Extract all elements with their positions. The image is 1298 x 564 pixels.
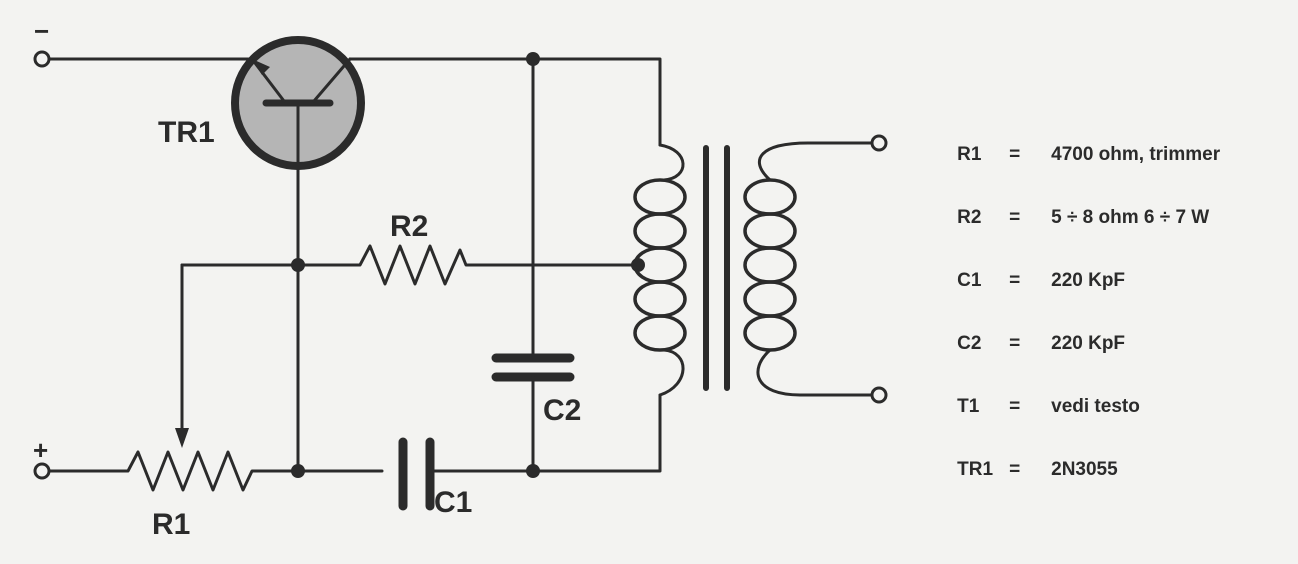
legend-ref: R1 <box>957 144 982 165</box>
junction-base-bottom <box>291 464 305 478</box>
transformer-primary-winding <box>633 143 687 397</box>
junction-base-mid <box>291 258 305 272</box>
legend-row-r1: R1 = 4700 ohm, trimmer <box>936 122 1220 188</box>
legend-value: vedi testo <box>1051 396 1140 417</box>
capacitor-c2 <box>491 353 575 382</box>
legend-sep: = <box>1009 207 1021 228</box>
legend-sep: = <box>1009 270 1021 291</box>
label-c2: C2 <box>543 394 581 427</box>
legend-sep: = <box>1009 459 1021 480</box>
transformer-core <box>703 145 730 391</box>
legend-row-c2: C2 = 220 KpF <box>936 311 1125 377</box>
output-terminal-bottom <box>870 386 888 404</box>
legend-ref: C1 <box>957 270 982 291</box>
output-terminal-top <box>870 134 888 152</box>
capacitor-c1 <box>398 437 435 511</box>
legend-sep: = <box>1009 333 1021 354</box>
negative-terminal-sign: − <box>34 16 49 46</box>
r1-wiper-arrow <box>175 428 189 448</box>
legend-row-r2: R2 = 5 ÷ 8 ohm 6 ÷ 7 W <box>936 185 1209 251</box>
negative-terminal <box>33 50 51 68</box>
positive-terminal-sign: + <box>33 435 48 465</box>
label-r1: R1 <box>152 508 190 541</box>
resistor-r1 <box>47 450 384 492</box>
legend-ref: T1 <box>957 396 980 417</box>
legend-ref: C2 <box>957 333 982 354</box>
legend-value: 220 KpF <box>1051 333 1126 354</box>
transformer-secondary-winding <box>743 141 878 397</box>
positive-terminal <box>33 462 51 480</box>
legend-value: 220 KpF <box>1051 270 1126 291</box>
label-tr1: TR1 <box>158 116 215 149</box>
transistor-tr1 <box>231 36 365 174</box>
legend-sep: = <box>1009 396 1021 417</box>
junction-c1-c2 <box>526 464 540 478</box>
legend-value: 2N3055 <box>1051 459 1118 480</box>
legend-row-tr1: TR1 = 2N3055 <box>936 437 1118 503</box>
label-c1: C1 <box>434 486 472 519</box>
legend-row-t1: T1 = vedi testo <box>936 374 1140 440</box>
wire-c1-right <box>428 393 662 473</box>
legend-row-c1: C1 = 220 KpF <box>936 248 1125 314</box>
label-r2: R2 <box>390 210 428 243</box>
resistor-r2 <box>350 244 640 286</box>
junction-tap <box>631 258 645 272</box>
junction-top <box>526 52 540 66</box>
legend-value: 5 ÷ 8 ohm 6 ÷ 7 W <box>1051 207 1210 228</box>
legend-sep: = <box>1009 144 1021 165</box>
legend-value: 4700 ohm, trimmer <box>1051 144 1221 165</box>
wire-top-right <box>348 57 662 147</box>
legend-ref: TR1 <box>957 459 994 480</box>
legend-ref: R2 <box>957 207 982 228</box>
